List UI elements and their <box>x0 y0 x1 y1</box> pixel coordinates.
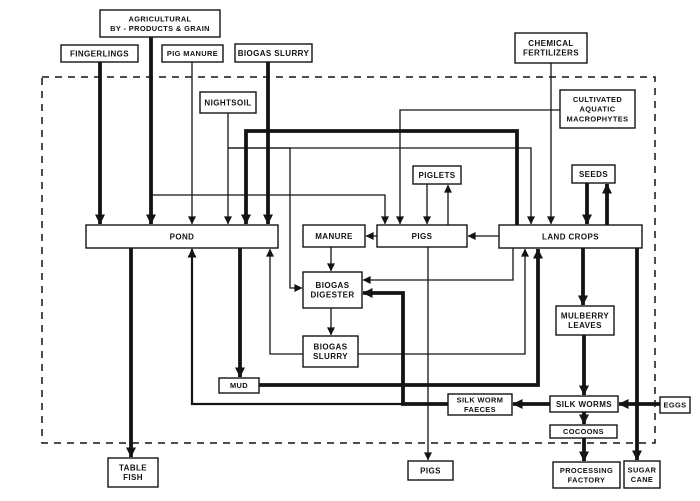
node-biogas-slurry-input: BIOGAS SLURRY <box>234 43 313 63</box>
node-pond: POND <box>85 224 279 249</box>
node-label: MANURE <box>315 232 353 241</box>
node-box <box>498 224 643 249</box>
node-box <box>302 224 366 248</box>
node-box <box>447 393 513 416</box>
node-box <box>412 165 462 185</box>
system-boundary <box>41 76 656 444</box>
node-label: SILK WORMS <box>556 400 612 409</box>
edge-land-crops-to-pond <box>241 129 519 225</box>
node-cocoons: COCOONS <box>549 424 618 439</box>
node-box <box>552 461 621 489</box>
node-box <box>218 377 260 394</box>
node-land-crops: LAND CROPS <box>498 224 643 249</box>
node-label: COCOONS <box>563 427 604 436</box>
node-pigs-output: PIGS <box>407 460 454 481</box>
node-box <box>623 460 661 489</box>
edge-faeces-to-digester <box>362 288 448 406</box>
edge-slurry-to-pond <box>266 248 303 355</box>
node-box <box>161 44 224 63</box>
node-label: PIGS <box>420 466 441 475</box>
edge-nightsoil-to-land-crops <box>228 147 535 225</box>
node-box <box>549 395 619 413</box>
node-box <box>555 305 615 336</box>
node-box <box>376 224 468 248</box>
node-box <box>407 460 454 481</box>
node-piglets: PIGLETS <box>412 165 462 185</box>
node-label: BIOGAS SLURRY <box>238 49 310 58</box>
node-label: PIGS <box>412 232 433 241</box>
node-manure: MANURE <box>302 224 366 248</box>
edge-faeces-to-pond <box>187 248 448 406</box>
node-label: MUD <box>230 381 248 390</box>
node-box <box>60 44 139 63</box>
node-label: NIGHTSOIL <box>204 98 251 107</box>
node-label: EGGS <box>664 401 687 410</box>
node-fingerlings: FINGERLINGS <box>60 44 139 63</box>
edge-land-crops-to-digester <box>362 248 514 284</box>
node-pig-manure: PIG MANURE <box>161 44 224 63</box>
node-label: PIGLETS <box>418 171 455 180</box>
node-label: FINGERLINGS <box>70 49 129 58</box>
node-label: LAND CROPS <box>542 232 599 241</box>
edge-slurry-to-land-crops <box>358 248 529 355</box>
node-box <box>85 224 279 249</box>
edge-mud-to-land-crops <box>259 248 543 387</box>
node-box <box>571 164 616 184</box>
node-box <box>514 32 588 64</box>
node-pigs: PIGS <box>376 224 468 248</box>
node-silk-worms: SILK WORMS <box>549 395 619 413</box>
node-eggs: EGGS <box>659 396 691 414</box>
node-box <box>199 91 257 114</box>
node-box <box>559 89 636 129</box>
node-seeds: SEEDS <box>571 164 616 184</box>
node-mud: MUD <box>218 377 260 394</box>
node-box <box>99 9 221 38</box>
node-nightsoil: NIGHTSOIL <box>199 91 257 114</box>
node-label: POND <box>170 232 195 241</box>
node-box <box>549 424 618 439</box>
node-box <box>302 335 359 368</box>
edge-macrophytes-to-pigs <box>396 109 560 225</box>
node-box <box>659 396 691 414</box>
node-label: PIG MANURE <box>167 49 218 58</box>
node-box <box>302 271 363 309</box>
edge-byproducts-to-pigs <box>151 194 389 225</box>
node-box <box>107 457 159 488</box>
node-box <box>234 43 313 63</box>
node-label: SEEDS <box>579 170 608 179</box>
